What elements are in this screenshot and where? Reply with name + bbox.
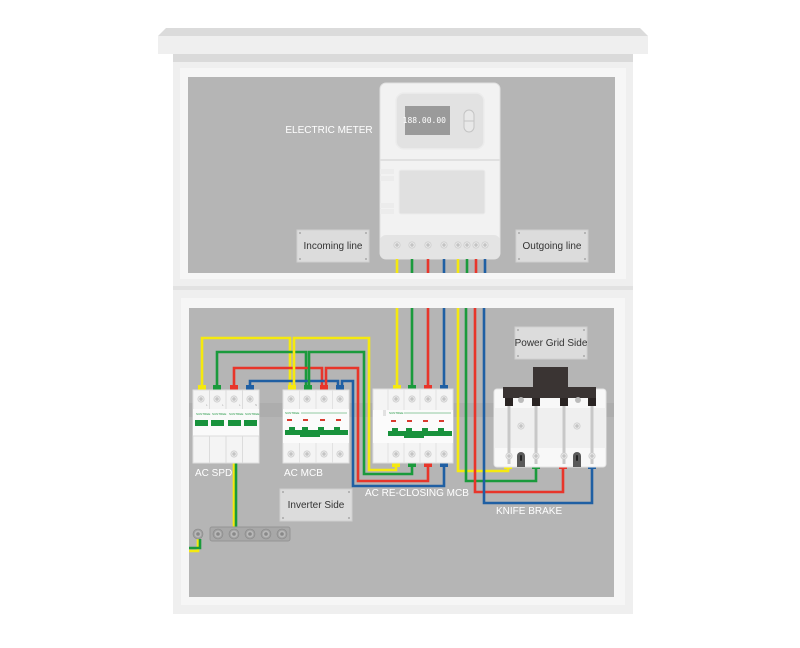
- brand-mark: SUNTREE: [229, 412, 243, 416]
- compartment-divider: [173, 286, 633, 290]
- knife-handle: [503, 367, 596, 398]
- brand-mark: SUNTREE: [285, 411, 299, 415]
- brand-mark: SUNTREE: [245, 412, 259, 416]
- wire-n-meter-to-knife: [482, 308, 594, 505]
- knife-brake: [493, 367, 607, 468]
- reclosing-toggle-bar: [388, 428, 452, 438]
- ground-lead-wire: [189, 539, 200, 553]
- power-grid-side-plate: Power Grid Side: [514, 326, 588, 360]
- wire-l3-meter-to-knife: [473, 308, 565, 494]
- ac-spd-label: AC SPD: [195, 468, 232, 479]
- terminal-mark: L: [206, 403, 208, 407]
- wire-terminal-lug: [230, 385, 238, 391]
- ac-spd: SUNTREE SUNTREE SUNTREE SUNTREE L L L N: [192, 389, 260, 464]
- outgoing-line-label: Outgoing line: [523, 241, 582, 252]
- ac-reclosing-mcb-label: AC RE-CLOSING MCB: [365, 488, 469, 499]
- wire-terminal-lug: [198, 385, 206, 391]
- wire-terminal-lug: [392, 461, 400, 467]
- wire-l2-mcb-to-reclosing: [307, 350, 414, 476]
- wire-terminal-lug: [408, 461, 416, 467]
- ac-mcb-label: AC MCB: [284, 468, 323, 479]
- outgoing-line-plate: Outgoing line: [515, 229, 589, 263]
- ground-lead-wire: [189, 539, 202, 550]
- terminal-mark: N: [255, 403, 257, 407]
- brand-mark: SUNTREE: [212, 412, 226, 416]
- terminal-mark: L: [239, 403, 241, 407]
- brand-mark: SUNTREE: [196, 412, 210, 416]
- wire-terminal-lug: [424, 461, 432, 467]
- wire-terminal-lug: [288, 385, 296, 391]
- wire-terminal-lug: [408, 385, 416, 391]
- wire-terminal-lug: [246, 385, 254, 391]
- ac-reclosing-mcb: SUNTREE: [372, 388, 454, 464]
- inverter-side-label: Inverter Side: [288, 500, 345, 511]
- wire-terminal-lug: [440, 461, 448, 467]
- incoming-line-label: Incoming line: [304, 241, 363, 252]
- wire-l1-mcb-to-reclosing: [292, 336, 398, 472]
- inverter-side-plate: Inverter Side: [279, 488, 353, 522]
- spd-indicator: [228, 420, 241, 426]
- spd-indicator: [211, 420, 224, 426]
- mcb-toggle-bar: [285, 427, 348, 437]
- wire-terminal-lug: [393, 385, 401, 391]
- wire-l2-spd-to-mcb: [215, 350, 308, 388]
- brand-mark: SUNTREE: [389, 411, 403, 415]
- terminal-mark: L: [222, 403, 224, 407]
- wire-n-mcb-to-reclosing: [340, 379, 446, 488]
- wire-l2-meter-to-knife: [464, 308, 538, 483]
- power-grid-side-label: Power Grid Side: [515, 338, 588, 349]
- ac-mcb: SUNTREE: [282, 389, 350, 464]
- wire-terminal-lug: [304, 385, 312, 391]
- wire-terminal-lug: [336, 385, 344, 391]
- wire-l3-spd-to-mcb: [232, 366, 324, 388]
- electric-meter-label: ELECTRIC METER: [285, 125, 372, 136]
- spd-indicator: [244, 420, 257, 426]
- incoming-line-plate: Incoming line: [296, 229, 370, 263]
- meter-terminal-block: [380, 235, 500, 259]
- wire-terminal-lug: [320, 385, 328, 391]
- wire-terminal-lug: [440, 385, 448, 391]
- wiring: [189, 259, 596, 553]
- wire-terminal-lug: [424, 385, 432, 391]
- wire-l1-spd-to-mcb: [200, 336, 292, 388]
- meter-reading: 188.00.00: [403, 116, 447, 125]
- meter-display: [405, 106, 450, 135]
- electric-meter: 188.00.00: [379, 82, 501, 260]
- spd-indicator: [195, 420, 208, 426]
- wire-l3-mcb-to-reclosing: [324, 366, 430, 483]
- wire-terminal-lug: [213, 385, 221, 391]
- cabinet-roof: [158, 28, 648, 62]
- ground-bar: [192, 526, 291, 542]
- knife-brake-label: KNIFE BRAKE: [496, 506, 562, 517]
